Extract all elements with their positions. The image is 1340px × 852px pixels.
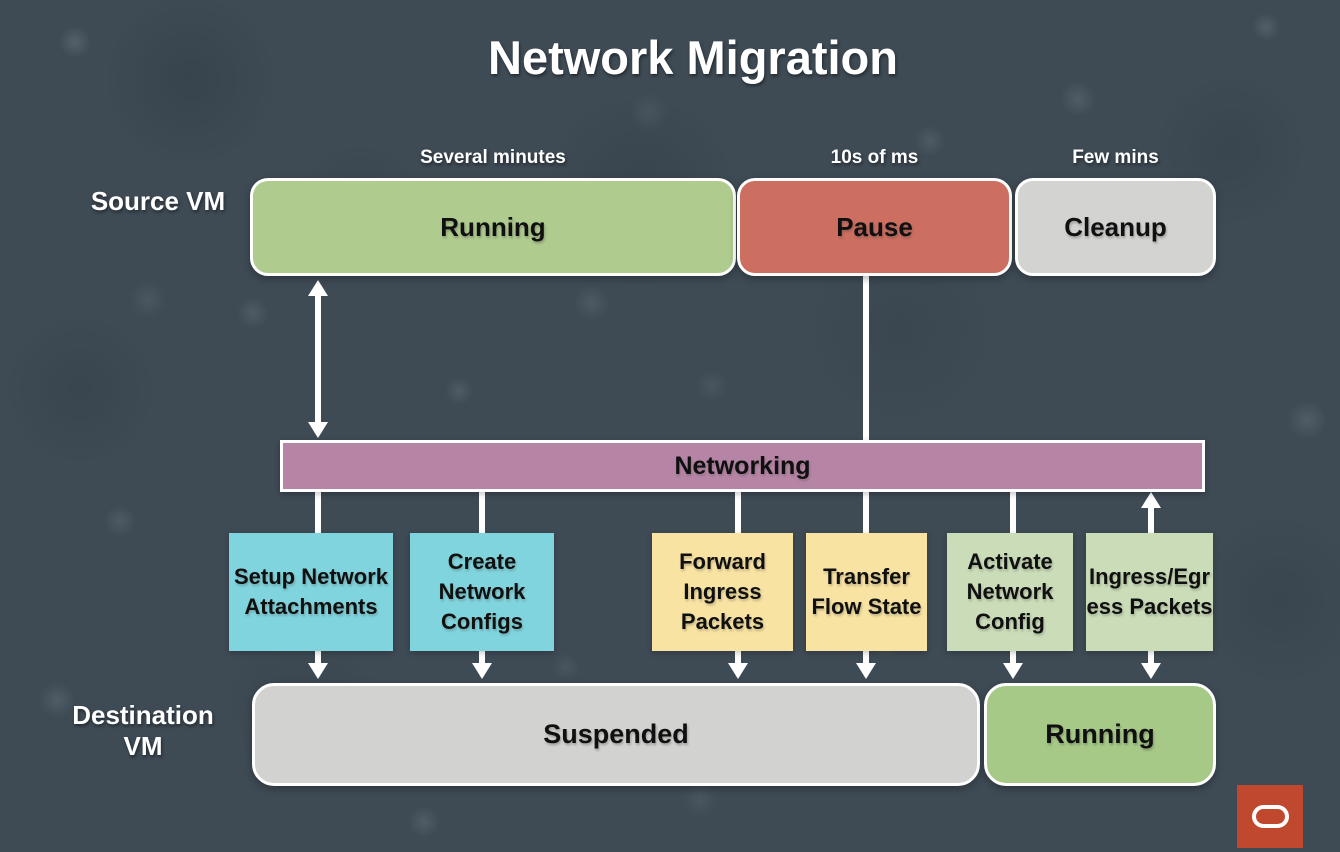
task-label: Ingress/Egress Packets xyxy=(1086,564,1213,619)
source-vm-label: Source VM xyxy=(90,186,226,216)
duration-label-running: Several minutes xyxy=(420,147,566,168)
duration-label-pause: 10s of ms xyxy=(830,147,919,168)
source-state-cleanup: Cleanup xyxy=(1015,178,1216,276)
duration-label-cleanup: Few mins xyxy=(1072,147,1159,168)
source-state-cleanup-label: Cleanup xyxy=(1064,211,1167,242)
oracle-logo-icon xyxy=(1237,785,1303,848)
destination-state-running-label: Running xyxy=(1045,719,1155,749)
task-label: Transfer Flow State xyxy=(811,564,922,619)
task-activate-network-config: Activate Network Config xyxy=(947,533,1073,651)
task-ingress-egress-packets: Ingress/Egress Packets xyxy=(1086,533,1213,651)
destination-state-suspended: Suspended xyxy=(252,683,980,786)
destination-state-running: Running xyxy=(984,683,1216,786)
source-state-running: Running xyxy=(250,178,736,276)
task-create-network-configs: Create Network Configs xyxy=(410,533,554,651)
task-forward-ingress-packets: Forward Ingress Packets xyxy=(652,533,793,651)
source-state-pause-label: Pause xyxy=(836,211,913,242)
networking-bar-label: Networking xyxy=(674,451,811,480)
line-pause-networking xyxy=(863,276,869,441)
oracle-oval-glyph xyxy=(1251,805,1289,828)
destination-vm-label: Destination VM xyxy=(72,700,214,761)
networking-bar: Networking xyxy=(280,440,1205,492)
task-label: Setup Network Attachments xyxy=(233,564,389,619)
source-state-pause: Pause xyxy=(737,178,1012,276)
source-state-running-label: Running xyxy=(440,211,546,242)
task-label: Create Network Configs xyxy=(438,549,526,634)
destination-state-suspended-label: Suspended xyxy=(543,719,689,749)
task-label: Forward Ingress Packets xyxy=(679,549,766,634)
line-running-networking xyxy=(315,294,321,424)
task-transfer-flow-state: Transfer Flow State xyxy=(806,533,927,651)
page-title: Network Migration xyxy=(488,31,898,84)
task-label: Activate Network Config xyxy=(966,549,1054,634)
task-setup-network-attachments: Setup Network Attachments xyxy=(229,533,393,651)
